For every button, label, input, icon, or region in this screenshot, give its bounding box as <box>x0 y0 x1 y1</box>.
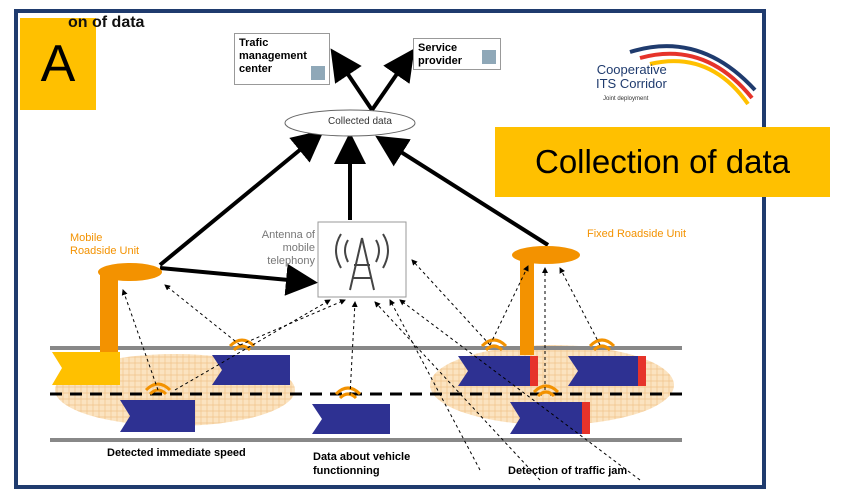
antenna-box <box>317 221 407 298</box>
collection-banner: Collection of data <box>495 127 830 197</box>
logo-subtitle: Joint deployment <box>603 96 649 102</box>
logo-line-2: ITS Corridor <box>596 76 667 91</box>
slide-badge: A <box>20 18 96 110</box>
home-icon <box>311 66 325 80</box>
collected-data-label: Collected data <box>328 116 392 127</box>
dashed-links <box>121 259 641 481</box>
logo-text: Cooperative ITS Corridor <box>596 63 667 91</box>
arrow-mobile-to-collected <box>158 129 325 267</box>
antenna-label: Antenna of mobile telephony <box>261 229 315 267</box>
mobile-rsu-label: Mobile Roadside Unit <box>70 232 140 257</box>
mobile-rsu-icon <box>52 263 162 385</box>
arrow-to-tmc <box>330 48 374 112</box>
fixed-rsu-label: Fixed Roadside Unit <box>587 228 687 240</box>
traffic-jam-label: Detection of traffic jam <box>508 465 628 477</box>
logo-line-1: Cooperative <box>596 62 667 77</box>
car-2 <box>212 338 290 385</box>
traffic-center-box: Trafic management center <box>234 33 330 85</box>
collected-data-node <box>284 109 416 137</box>
play-icon <box>482 50 496 64</box>
logo-swoosh <box>629 44 757 106</box>
car-3 <box>312 386 390 434</box>
arrow-to-sp <box>370 48 415 112</box>
service-provider-label: Service provider <box>418 42 463 67</box>
service-provider-box: Service provider <box>413 38 501 70</box>
antenna-icon <box>335 233 389 291</box>
car-5 <box>568 338 646 386</box>
fixed-rsu-icon <box>512 246 580 355</box>
arrow-fixed-to-collected <box>375 135 550 247</box>
car-6 <box>510 384 590 434</box>
arrow-mobile-to-antenna <box>159 263 318 296</box>
vehicle-data-label: Data about vehicle functionning <box>313 451 411 477</box>
car-4 <box>458 338 538 386</box>
slide-title: on of data <box>68 14 145 31</box>
speed-label: Detected immediate speed <box>107 447 246 459</box>
traffic-center-label: Trafic management center <box>239 37 307 75</box>
